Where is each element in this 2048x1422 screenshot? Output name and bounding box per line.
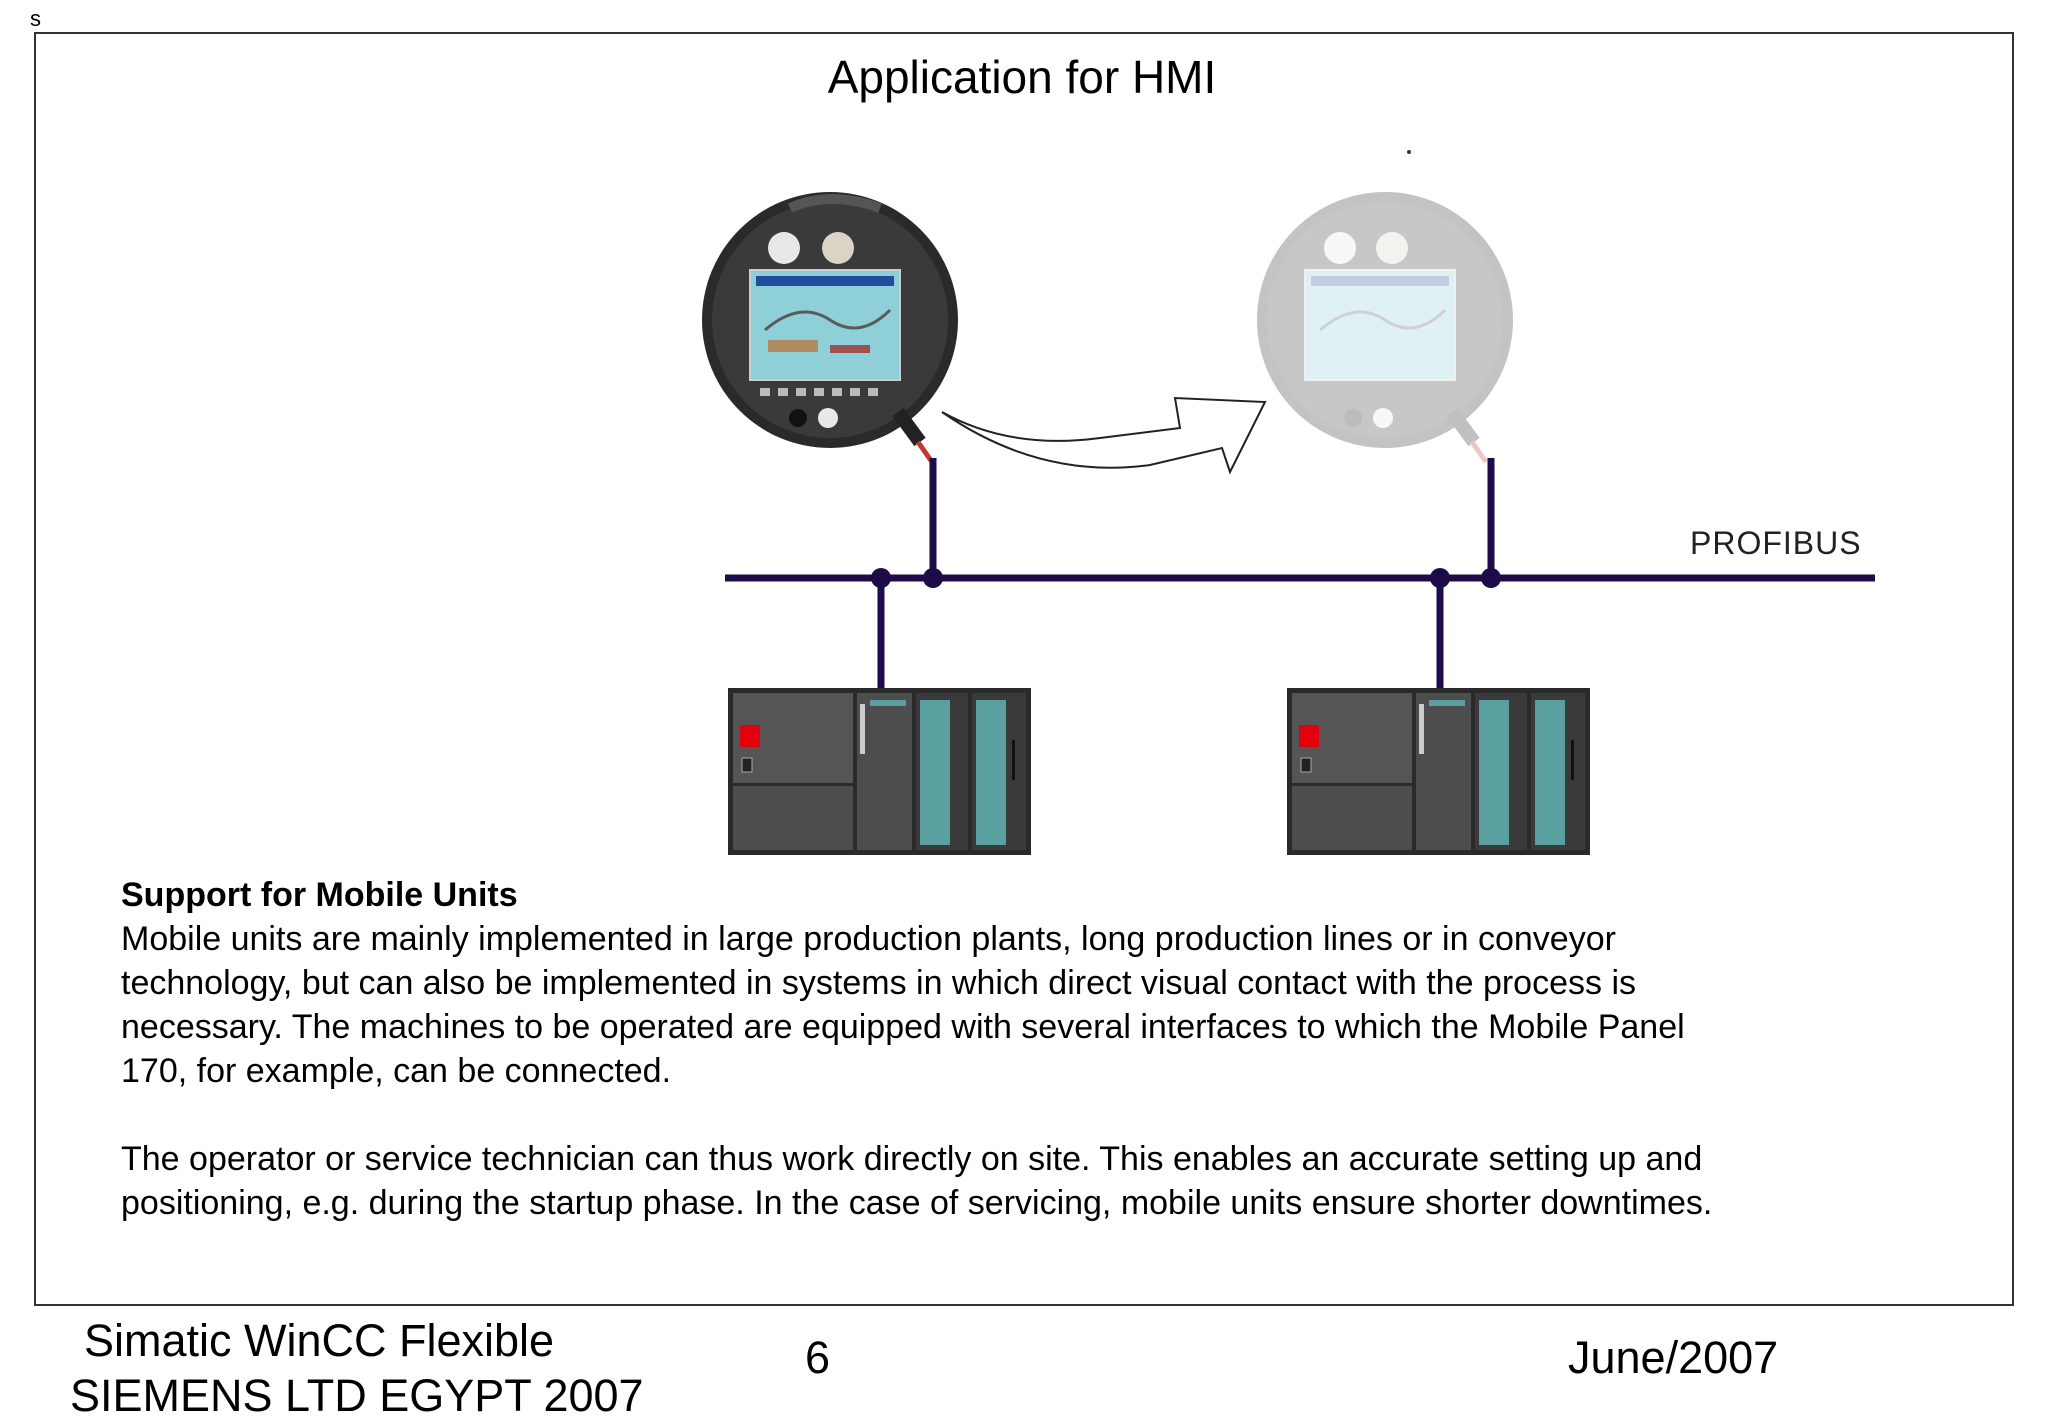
bus-junction-dots (871, 568, 1501, 588)
mobile-panel-faded-icon (1257, 192, 1513, 464)
bus-drop-lines (877, 458, 1495, 700)
slide-frame (34, 32, 2014, 1306)
profibus-label: PROFIBUS (1690, 525, 1862, 561)
section-heading: Support for Mobile Units (121, 876, 518, 914)
corner-mark: s (30, 6, 41, 31)
footer-organization: SIEMENS LTD EGYPT 2007 (70, 1370, 644, 1421)
profibus-network-diagram: PROFIBUS (702, 192, 1875, 855)
body-paragraph: The operator or service technician can t… (121, 1140, 1713, 1222)
footer-course-name: Simatic WinCC Flexible (84, 1315, 555, 1366)
paragraph-gap (121, 1093, 2001, 1137)
stray-dot (1407, 150, 1411, 154)
plc-rack-icon (1287, 688, 1590, 855)
move-arrow-icon (941, 396, 1267, 475)
plc-rack-icon (728, 688, 1031, 855)
body-paragraph: Mobile units are mainly implemented in l… (121, 920, 1685, 1090)
slide-title: Application for HMI (827, 51, 1217, 103)
footer-page-number: 6 (805, 1332, 831, 1383)
body-text: Support for Mobile Units Mobile units ar… (121, 873, 2001, 1225)
footer-date: June/2007 (1568, 1332, 1779, 1383)
mobile-panel-icon (702, 192, 958, 464)
